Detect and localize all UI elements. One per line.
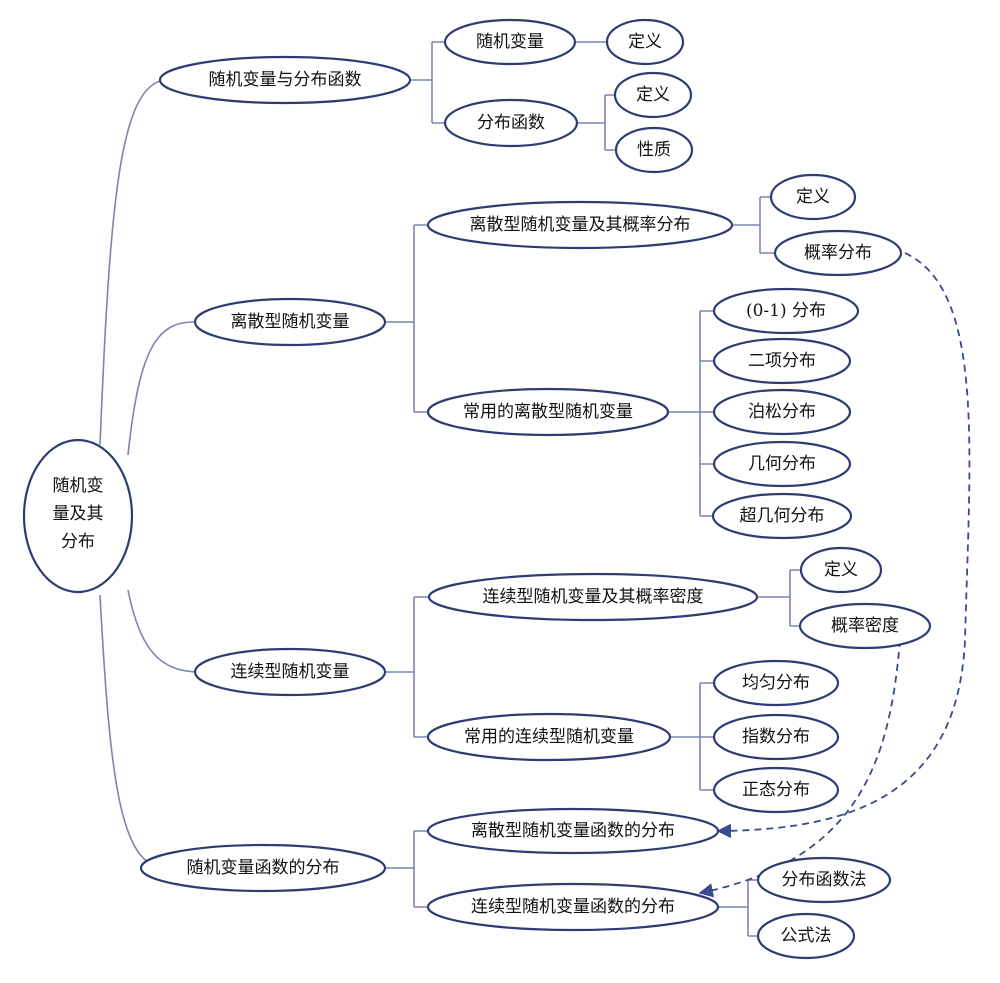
node-uniform-label: 均匀分布 — [742, 673, 810, 693]
node-rv[interactable]: 随机变量 — [443, 18, 577, 66]
branch4-connectors — [385, 830, 758, 937]
node-binomial[interactable]: 二项分布 — [712, 337, 852, 385]
node-cdf-method-label: 分布函数法 — [782, 870, 867, 890]
node-cdf-definition-label: 定义 — [636, 85, 670, 105]
node-discrete-definition-label: 定义 — [796, 187, 830, 207]
node-common-discrete-label: 常用的离散型随机变量 — [463, 402, 633, 422]
node-exponential-label: 指数分布 — [742, 727, 810, 747]
node-discrete-rv[interactable]: 离散型随机变量 — [193, 297, 387, 347]
node-common-continuous[interactable]: 常用的连续型随机变量 — [426, 712, 672, 762]
node-normal[interactable]: 正态分布 — [712, 766, 840, 814]
node-probability-distribution[interactable]: 概率分布 — [773, 229, 903, 277]
node-probability-density-label: 概率密度 — [831, 616, 899, 636]
node-poisson-label: 泊松分布 — [748, 402, 816, 422]
node-continuous-rv-label: 连续型随机变量 — [231, 662, 350, 682]
node-bernoulli[interactable]: (0-1) 分布 — [712, 287, 860, 335]
node-geometric[interactable]: 几何分布 — [712, 440, 852, 488]
node-poisson[interactable]: 泊松分布 — [712, 388, 852, 436]
node-discrete-distribution[interactable]: 离散型随机变量及其概率分布 — [426, 200, 734, 250]
node-discrete-rv-label: 离散型随机变量 — [231, 312, 350, 332]
node-probability-distribution-label: 概率分布 — [804, 243, 872, 263]
node-cdf-method[interactable]: 分布函数法 — [756, 856, 892, 904]
branch3-connectors — [385, 569, 800, 791]
node-rv-definition[interactable]: 定义 — [605, 18, 685, 66]
root-line3: 分布 — [61, 532, 95, 552]
root-node[interactable]: 随机变 量及其 分布 — [22, 438, 134, 594]
node-common-discrete[interactable]: 常用的离散型随机变量 — [426, 387, 670, 437]
node-continuous-density-label: 连续型随机变量及其概率密度 — [483, 587, 704, 607]
node-rv-definition-label: 定义 — [628, 32, 662, 52]
node-discrete-function-label: 离散型随机变量函数的分布 — [471, 821, 675, 841]
node-cdf-properties[interactable]: 性质 — [614, 126, 694, 174]
node-uniform[interactable]: 均匀分布 — [712, 659, 840, 707]
root-line2: 量及其 — [53, 504, 104, 524]
node-continuous-definition-label: 定义 — [824, 560, 858, 580]
node-cdf[interactable]: 分布函数 — [443, 98, 579, 148]
node-formula-method-label: 公式法 — [781, 926, 832, 946]
node-rv-and-cdf[interactable]: 随机变量与分布函数 — [158, 55, 412, 105]
node-function-distribution-label: 随机变量函数的分布 — [187, 858, 340, 878]
node-bernoulli-label: (0-1) 分布 — [746, 301, 826, 321]
node-continuous-function[interactable]: 连续型随机变量函数的分布 — [426, 882, 720, 932]
branch1-connectors — [410, 41, 615, 151]
node-rv-label: 随机变量 — [476, 32, 544, 52]
node-binomial-label: 二项分布 — [748, 351, 816, 371]
dashed-arrow-discrete — [716, 252, 971, 839]
root-line1: 随机变 — [53, 476, 104, 496]
node-exponential[interactable]: 指数分布 — [712, 713, 840, 761]
node-continuous-function-label: 连续型随机变量函数的分布 — [471, 897, 675, 917]
node-continuous-rv[interactable]: 连续型随机变量 — [193, 647, 387, 697]
node-discrete-function[interactable]: 离散型随机变量函数的分布 — [426, 807, 720, 855]
node-geometric-label: 几何分布 — [748, 454, 816, 474]
node-common-continuous-label: 常用的连续型随机变量 — [464, 727, 634, 747]
node-hypergeometric[interactable]: 超几何分布 — [711, 492, 853, 540]
node-rv-and-cdf-label: 随机变量与分布函数 — [209, 70, 362, 90]
node-hypergeometric-label: 超几何分布 — [740, 506, 825, 526]
dashed-arrow-continuous — [698, 639, 901, 898]
node-cdf-label: 分布函数 — [477, 113, 545, 133]
node-continuous-density[interactable]: 连续型随机变量及其概率密度 — [427, 572, 759, 622]
node-continuous-definition[interactable]: 定义 — [799, 546, 883, 594]
node-formula-method[interactable]: 公式法 — [756, 912, 856, 960]
node-discrete-distribution-label: 离散型随机变量及其概率分布 — [470, 215, 691, 235]
node-discrete-definition[interactable]: 定义 — [769, 173, 857, 221]
node-normal-label: 正态分布 — [742, 780, 810, 800]
node-probability-density[interactable]: 概率密度 — [798, 602, 932, 650]
branch2-connectors — [385, 196, 775, 517]
node-cdf-definition[interactable]: 定义 — [613, 71, 693, 119]
node-cdf-properties-label: 性质 — [637, 140, 671, 160]
node-function-distribution[interactable]: 随机变量函数的分布 — [139, 843, 387, 893]
